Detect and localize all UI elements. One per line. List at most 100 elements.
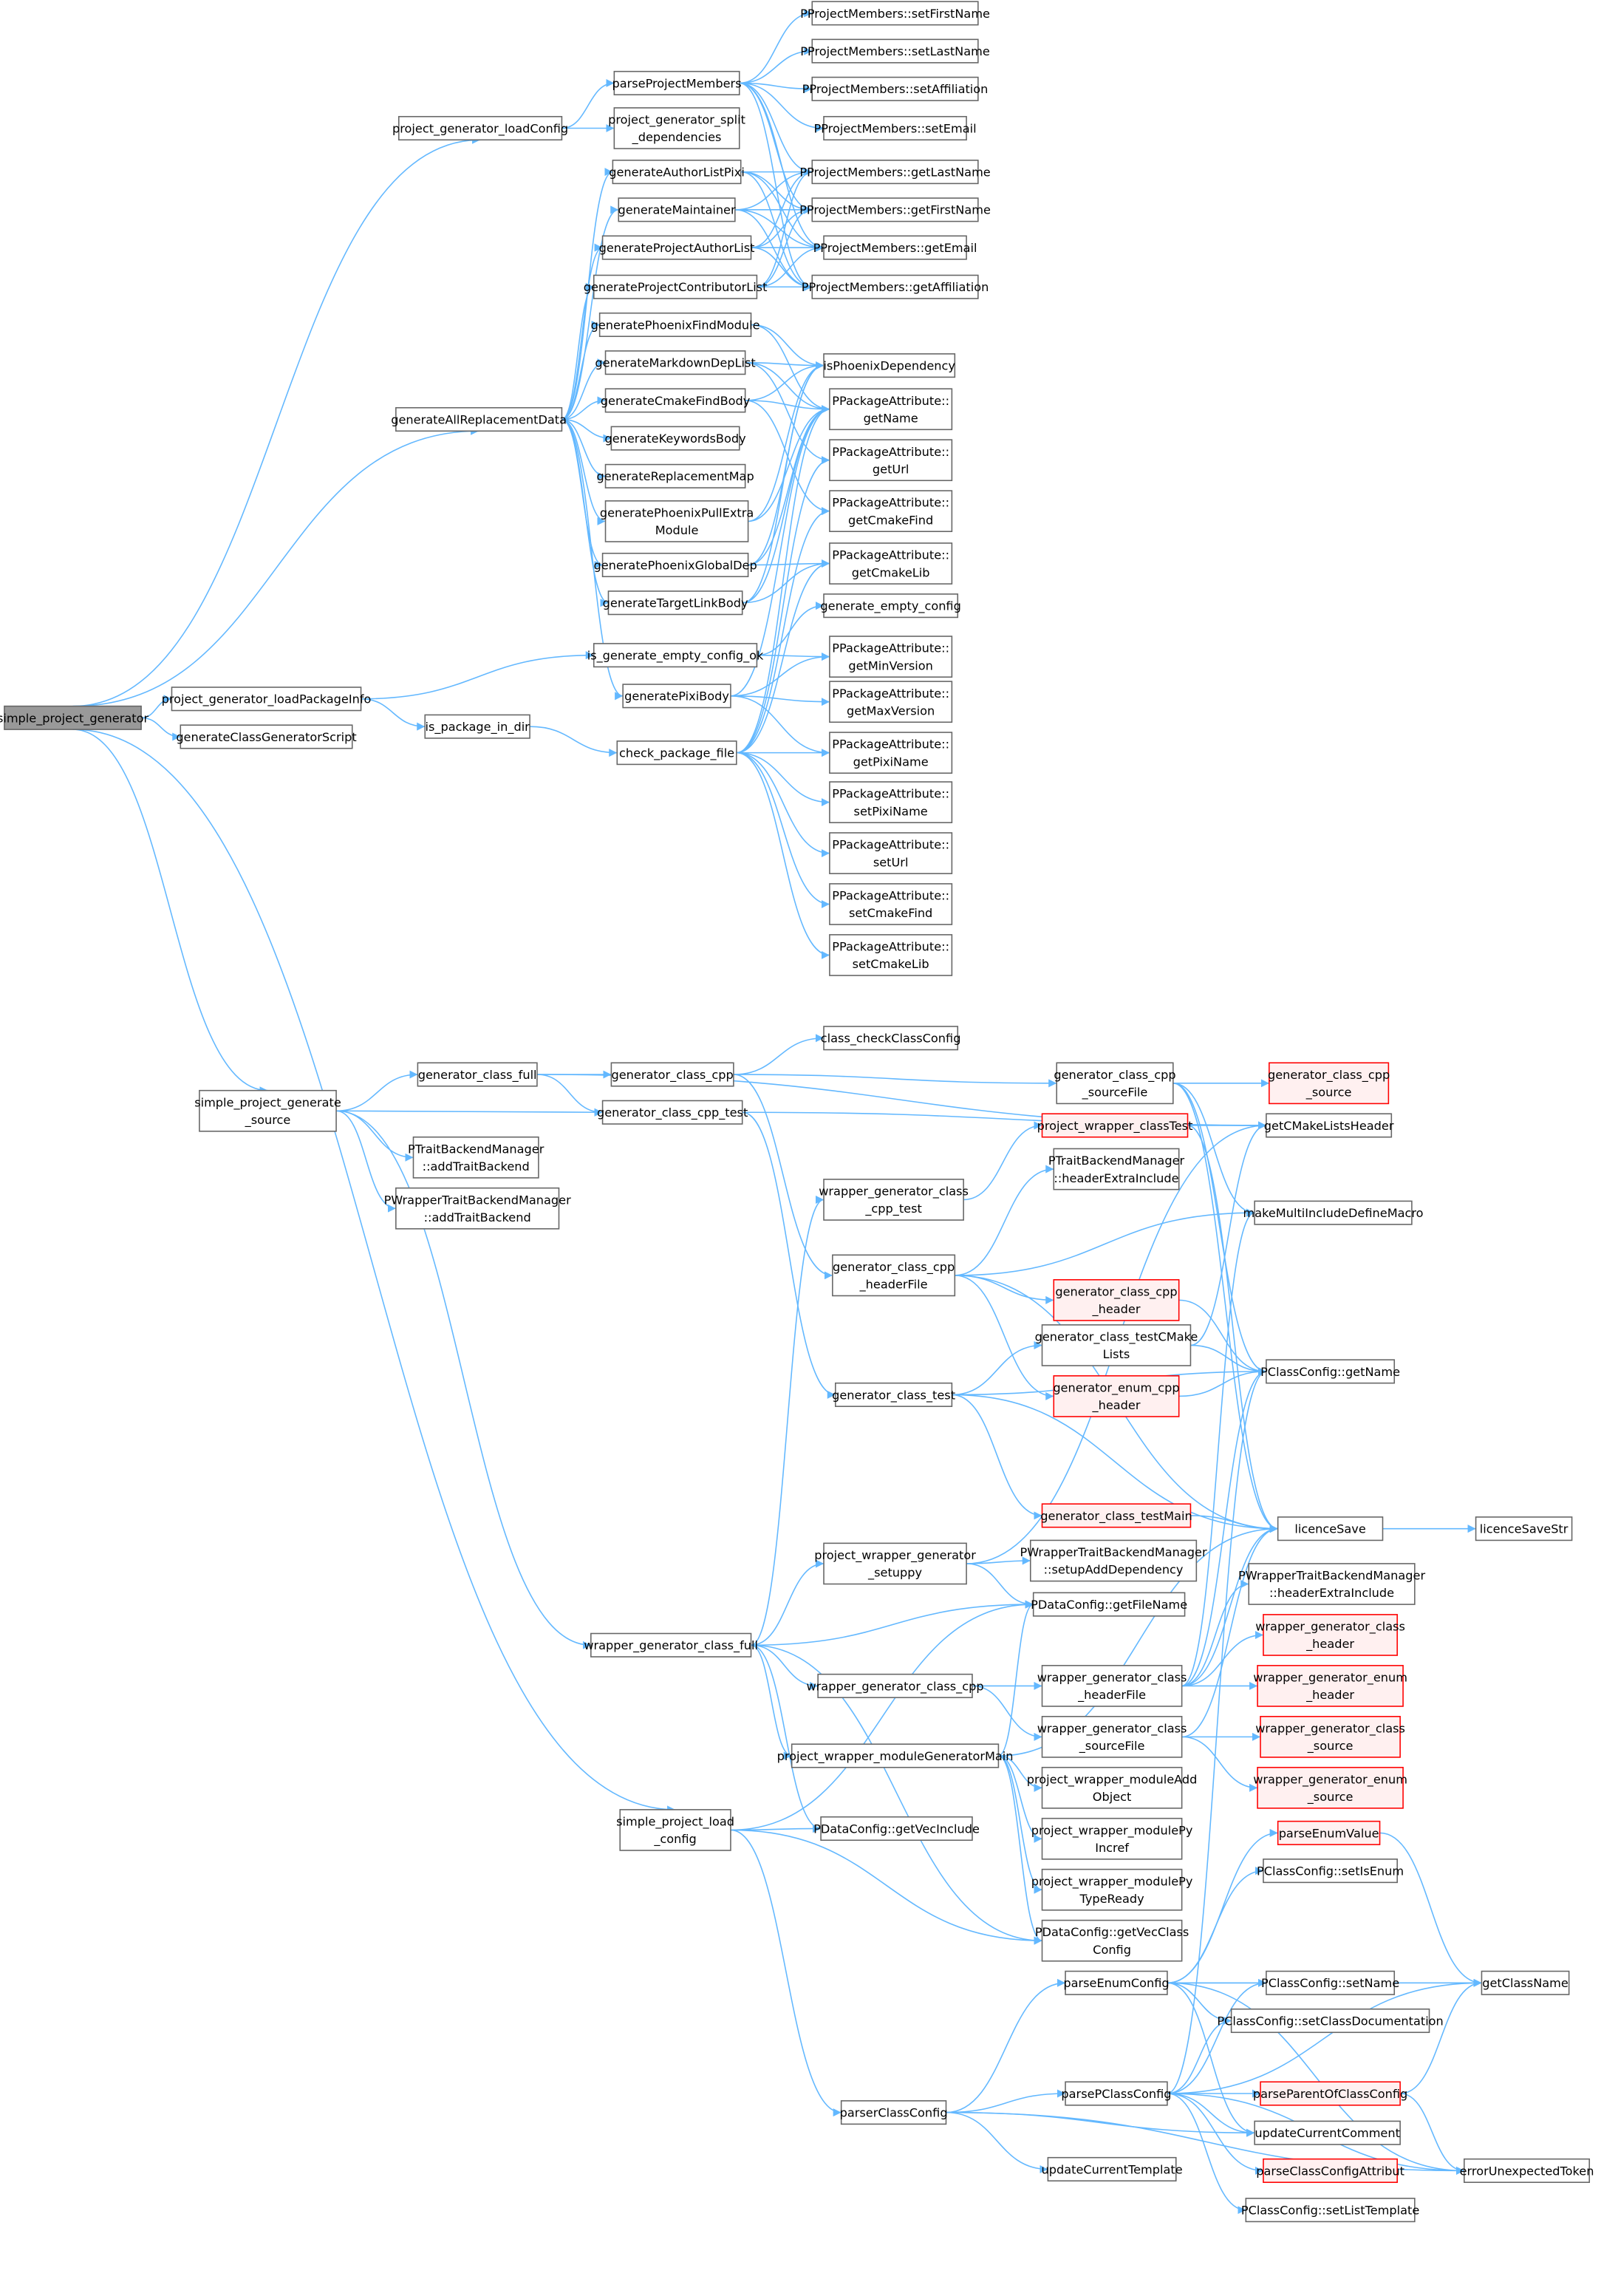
node-wrapEnumHeader[interactable]: wrapper_generator_enum_header — [1253, 1665, 1407, 1707]
node-wrapTraitAdd[interactable]: PWrapperTraitBackendManager::addTraitBac… — [384, 1187, 572, 1230]
node-genClassCppTest[interactable]: generator_class_cpp_test — [597, 1100, 748, 1125]
node-getAffiliation[interactable]: PProjectMembers::getAffiliation — [802, 274, 989, 299]
node-paGetCmakeFind[interactable]: PPackageAttribute::getCmakeFind — [829, 490, 953, 532]
node-getClassName[interactable]: getClassName — [1481, 1970, 1570, 1995]
node-paGetMinVersion[interactable]: PPackageAttribute::getMinVersion — [829, 636, 953, 678]
node-genPhoenixFindModule[interactable]: generatePhoenixFindModule — [591, 312, 760, 338]
node-loadConfig[interactable]: project_generator_loadConfig — [392, 115, 568, 141]
node-setupAddDep[interactable]: PWrapperTraitBackendManager::setupAddDep… — [1020, 1539, 1207, 1582]
node-isGenEmptyOk[interactable]: is_generate_empty_config_ok — [587, 643, 764, 668]
node-pwClassTest[interactable]: project_wrapper_classTest — [1037, 1113, 1193, 1138]
node-traitHeaderExtra[interactable]: PTraitBackendManager::headerExtraInclude — [1048, 1148, 1185, 1190]
node-makeMulti[interactable]: makeMultiIncludeDefineMacro — [1243, 1200, 1424, 1225]
node-checkPackageFile[interactable]: check_package_file — [616, 740, 737, 766]
node-parseProjectMembers[interactable]: parseProjectMembers — [612, 70, 742, 95]
node-genSource[interactable]: simple_project_generate_source — [194, 1089, 341, 1132]
node-wrapSourceFile[interactable]: wrapper_generator_class_sourceFile — [1037, 1715, 1187, 1758]
node-getFileName[interactable]: PDataConfig::getFileName — [1031, 1592, 1187, 1617]
node-isPackageInDir[interactable]: is_package_in_dir — [424, 714, 530, 739]
node-paGetUrl[interactable]: PPackageAttribute::getUrl — [829, 439, 953, 482]
node-genClassFull[interactable]: generator_class_full — [417, 1062, 538, 1087]
node-loadConfigSimple[interactable]: simple_project_load_config — [616, 1809, 734, 1851]
node-genAuthorListPixi[interactable]: generateAuthorListPixi — [609, 160, 745, 185]
node-enumHeader[interactable]: generator_enum_cpp_header — [1053, 1375, 1180, 1417]
node-cppSourceFile[interactable]: generator_class_cpp_sourceFile — [1054, 1062, 1176, 1105]
node-setFirstName[interactable]: PProjectMembers::setFirstName — [800, 1, 990, 26]
node-paGetPixiName[interactable]: PPackageAttribute::getPixiName — [829, 732, 953, 774]
node-genProjectContributorList[interactable]: generateProjectContributorList — [584, 274, 768, 299]
node-genReplacementMap[interactable]: generateReplacementMap — [596, 463, 754, 488]
node-getCMakeListsHeader[interactable]: getCMakeListsHeader — [1264, 1113, 1394, 1138]
node-parserClassConfig[interactable]: parserClassConfig — [840, 2100, 948, 2125]
node-wrapClassSource[interactable]: wrapper_generator_class_source — [1255, 1715, 1405, 1758]
node-getFirstName[interactable]: PProjectMembers::getFirstName — [799, 197, 991, 222]
node-wrapClassCpp[interactable]: wrapper_generator_class_cpp — [806, 1673, 984, 1698]
node-setListTemplate[interactable]: PClassConfig::setListTemplate — [1241, 2198, 1419, 2223]
node-parseParent[interactable]: parseParentOfClassConfig — [1253, 2081, 1407, 2106]
node-wrapEnumSource[interactable]: wrapper_generator_enum_source — [1253, 1766, 1407, 1809]
node-genCmakeFindBody[interactable]: generateCmakeFindBody — [601, 388, 751, 413]
node-updateTemplate[interactable]: updateCurrentTemplate — [1042, 2156, 1183, 2182]
node-cppHeader[interactable]: generator_class_cpp_header — [1053, 1278, 1180, 1321]
node-loadPackageInfo[interactable]: project_generator_loadPackageInfo — [162, 687, 372, 712]
node-genMarkdownDepList[interactable]: generateMarkdownDepList — [595, 350, 756, 375]
node-moduleGenMain[interactable]: project_wrapper_moduleGeneratorMain — [777, 1743, 1014, 1768]
node-classTest[interactable]: generator_class_test — [832, 1382, 955, 1407]
node-parseEnumConfig[interactable]: parseEnumConfig — [1063, 1970, 1170, 1995]
node-genClassGenScript[interactable]: generateClassGeneratorScript — [176, 724, 357, 749]
node-cppSource[interactable]: generator_class_cpp_source — [1268, 1062, 1390, 1105]
node-setAffiliation[interactable]: PProjectMembers::setAffiliation — [802, 76, 989, 101]
node-updateComment[interactable]: updateCurrentComment — [1254, 2120, 1401, 2145]
node-paSetCmakeLib[interactable]: PPackageAttribute::setCmakeLib — [829, 934, 953, 976]
node-setuppy[interactable]: project_wrapper_generator_setuppy — [814, 1542, 976, 1585]
node-setEmail[interactable]: PProjectMembers::setEmail — [814, 115, 977, 141]
node-wrapClassFull[interactable]: wrapper_generator_class_full — [584, 1632, 758, 1658]
node-getVecInclude[interactable]: PDataConfig::getVecInclude — [813, 1816, 980, 1842]
node-paGetName[interactable]: PPackageAttribute::getName — [829, 388, 953, 431]
node-genPhoenixGlobalDep[interactable]: generatePhoenixGlobalDep — [593, 552, 757, 578]
node-setIsEnum[interactable]: PClassConfig::setIsEnum — [1257, 1859, 1404, 1884]
node-parseAttribut[interactable]: parseClassConfigAttribut — [1256, 2158, 1404, 2183]
node-root[interactable]: simple_project_generator — [0, 705, 149, 730]
node-paSetPixiName[interactable]: PPackageAttribute::setPixiName — [829, 781, 953, 823]
node-pcGetName[interactable]: PClassConfig::getName — [1260, 1359, 1400, 1384]
node-genKeywordsBody[interactable]: generateKeywordsBody — [604, 426, 746, 451]
node-wrapClassHeader[interactable]: wrapper_generator_class_header — [1255, 1614, 1405, 1656]
node-setLastName[interactable]: PProjectMembers::setLastName — [800, 38, 990, 64]
node-getEmail[interactable]: PProjectMembers::getEmail — [813, 235, 977, 260]
node-traitAdd[interactable]: PTraitBackendManager::addTraitBackend — [408, 1136, 545, 1179]
node-genAllReplacement[interactable]: generateAllReplacementData — [391, 406, 567, 432]
node-wrapCppTest[interactable]: wrapper_generator_class_cpp_test — [819, 1179, 969, 1221]
node-genTargetLinkBody[interactable]: generateTargetLinkBody — [603, 590, 748, 616]
node-paGetMaxVersion[interactable]: PPackageAttribute::getMaxVersion — [829, 681, 953, 723]
node-genProjectAuthorList[interactable]: generateProjectAuthorList — [599, 235, 755, 260]
node-paSetCmakeFind[interactable]: PPackageAttribute::setCmakeFind — [829, 883, 953, 925]
node-paGetCmakeLib[interactable]: PPackageAttribute::getCmakeLib — [829, 542, 953, 585]
node-genPixiBody[interactable]: generatePixiBody — [622, 684, 731, 709]
node-genEmptyConfig[interactable]: generate_empty_config — [820, 593, 961, 619]
node-paSetUrl[interactable]: PPackageAttribute::setUrl — [829, 832, 953, 874]
node-classCheck[interactable]: class_checkClassConfig — [821, 1026, 961, 1051]
node-getLastName[interactable]: PProjectMembers::getLastName — [799, 160, 991, 185]
node-parseEnumValue[interactable]: parseEnumValue — [1277, 1820, 1381, 1845]
node-licenceSave[interactable]: licenceSave — [1277, 1516, 1384, 1542]
node-testMain[interactable]: generator_class_testMain — [1040, 1503, 1192, 1528]
node-pcSetName[interactable]: PClassConfig::setName — [1261, 1970, 1399, 1995]
node-wrapHeaderExtra[interactable]: PWrapperTraitBackendManager::headerExtra… — [1238, 1563, 1426, 1605]
node-errorToken[interactable]: errorUnexpectedToken — [1460, 2158, 1594, 2183]
node-genClassCpp[interactable]: generator_class_cpp — [610, 1062, 734, 1087]
node-wrapHeaderFile[interactable]: wrapper_generator_class_headerFile — [1037, 1665, 1187, 1707]
node-setClassDoc[interactable]: PClassConfig::setClassDocumentation — [1217, 2008, 1444, 2034]
node-parsePClassConfig[interactable]: parsePClassConfig — [1061, 2081, 1172, 2106]
node-cppHeaderFile[interactable]: generator_class_cpp_headerFile — [832, 1254, 956, 1297]
node-isPhoenixDep[interactable]: isPhoenixDependency — [823, 353, 955, 378]
node-genMaintainer[interactable]: generateMaintainer — [618, 197, 736, 222]
node-licenceSaveStr[interactable]: licenceSaveStr — [1475, 1516, 1573, 1542]
node-splitDep[interactable]: project_generator_split_dependencies — [608, 107, 745, 149]
